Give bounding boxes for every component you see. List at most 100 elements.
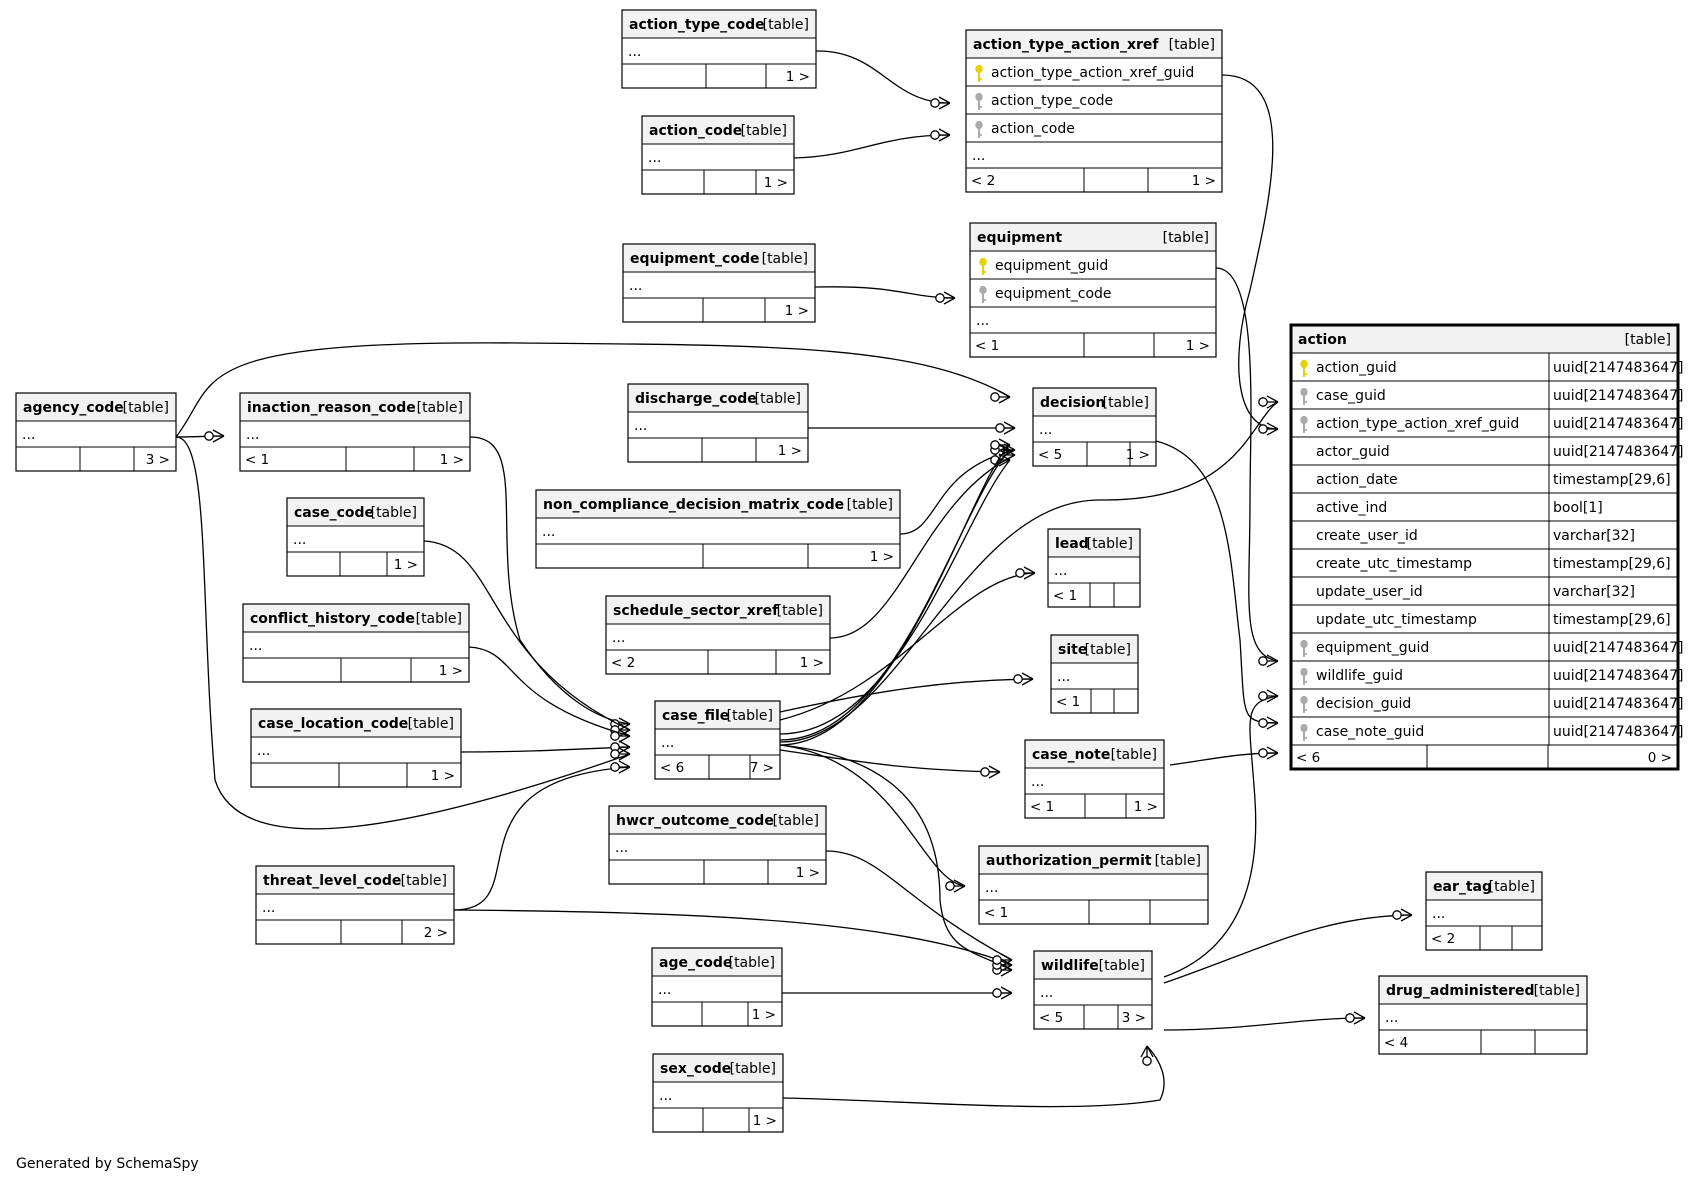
ellipsis-row: ... xyxy=(1057,669,1070,685)
table-age_code[interactable]: age_code[table]...1 > xyxy=(651,947,783,1027)
table-lead[interactable]: lead[table]...< 1 xyxy=(1047,528,1141,608)
parent-count: < 1 xyxy=(1030,799,1054,815)
table-case_location_code[interactable]: case_location_code[table]...1 > xyxy=(250,708,462,788)
column-type: uuid[2147483647] xyxy=(1553,724,1684,740)
table-conflict_history_code[interactable]: conflict_history_code[table]...1 > xyxy=(242,603,470,683)
table-tag: [table] xyxy=(416,611,462,627)
tables: action_type_code[table]...1 >action_code… xyxy=(15,9,1684,1133)
ellipsis-row: ... xyxy=(615,840,628,856)
relationship-edge xyxy=(1215,267,1279,668)
ellipsis-row: ... xyxy=(257,743,270,759)
column-name: case_note_guid xyxy=(1316,724,1424,740)
table-authorization_permit[interactable]: authorization_permit[table]...< 1 xyxy=(978,845,1209,925)
table-hwcr_outcome_code[interactable]: hwcr_outcome_code[table]...1 > xyxy=(608,805,827,885)
table-name: ear_tag xyxy=(1433,879,1492,895)
relationship-edge xyxy=(779,443,1011,741)
column-name: equipment_guid xyxy=(1316,640,1429,656)
ellipsis-row: ... xyxy=(1385,1010,1398,1026)
table-tag: [table] xyxy=(1103,395,1149,411)
relationship-edge xyxy=(1169,746,1279,766)
table-sex_code[interactable]: sex_code[table]...1 > xyxy=(652,1053,784,1133)
relationship-edge xyxy=(1163,689,1279,978)
child-count: 1 > xyxy=(796,865,820,881)
table-name: discharge_code xyxy=(635,391,757,407)
relationship-edge xyxy=(815,50,951,110)
primary-key-icon xyxy=(975,64,983,82)
table-equipment[interactable]: equipment[table]equipment_guidequipment_… xyxy=(969,222,1217,358)
table-tag: [table] xyxy=(1085,642,1131,658)
table-action_type_code[interactable]: action_type_code[table]...1 > xyxy=(621,9,817,89)
table-name: wildlife xyxy=(1041,958,1099,974)
table-tag: [table] xyxy=(1534,983,1580,999)
table-action_code[interactable]: action_code[table]...1 > xyxy=(641,115,795,195)
ellipsis-row: ... xyxy=(1040,985,1053,1001)
foreign-key-icon xyxy=(979,285,987,303)
table-equipment_code[interactable]: equipment_code[table]...1 > xyxy=(622,243,816,323)
table-tag: [table] xyxy=(730,1061,776,1077)
table-non_compliance_decision_matrix_code[interactable]: non_compliance_decision_matrix_code[tabl… xyxy=(535,489,901,569)
table-ear_tag[interactable]: ear_tag[table]...< 2 xyxy=(1425,871,1543,951)
table-drug_administered[interactable]: drug_administered[table]...< 4 xyxy=(1378,975,1588,1055)
column-name: active_ind xyxy=(1316,500,1387,516)
foreign-key-icon xyxy=(1300,723,1308,741)
relationship-edge xyxy=(779,566,1036,721)
primary-key-icon xyxy=(1300,359,1308,377)
column-name: update_utc_timestamp xyxy=(1316,612,1477,628)
relationship-edge xyxy=(175,429,225,443)
table-name: case_file xyxy=(662,708,729,724)
column-row: equipment_guid xyxy=(979,257,1108,275)
relationship-edge xyxy=(781,986,1013,1000)
parent-count: < 2 xyxy=(971,173,995,189)
ellipsis-row: ... xyxy=(246,427,259,443)
column-type: uuid[2147483647] xyxy=(1553,360,1684,376)
table-agency_code[interactable]: agency_code[table]...3 > xyxy=(15,392,177,472)
table-name: equipment_code xyxy=(630,251,759,267)
table-threat_level_code[interactable]: threat_level_code[table]...2 > xyxy=(255,865,455,945)
column-name: equipment_guid xyxy=(995,258,1108,274)
foreign-key-icon xyxy=(975,120,983,138)
relationship-edge xyxy=(779,395,1279,743)
column-name: action_type_action_xref_guid xyxy=(1316,416,1519,432)
footer-credit: Generated by SchemaSpy xyxy=(16,1156,199,1172)
column-name: wildlife_guid xyxy=(1316,668,1403,684)
column-name: create_utc_timestamp xyxy=(1316,556,1472,572)
child-count: 1 > xyxy=(440,452,464,468)
column-type: bool[1] xyxy=(1553,500,1603,516)
table-name: case_code xyxy=(294,505,374,521)
relationship-edge xyxy=(779,438,1011,746)
table-name: drug_administered xyxy=(1386,983,1534,999)
table-name: action_type_action_xref xyxy=(973,37,1159,53)
table-action_type_action_xref[interactable]: action_type_action_xref[table]action_typ… xyxy=(965,29,1223,193)
relationship-edge xyxy=(460,740,631,754)
ellipsis-row: ... xyxy=(22,427,35,443)
table-name: action_type_code xyxy=(629,17,765,33)
child-count: 1 > xyxy=(439,663,463,679)
relationship-edge xyxy=(779,749,1001,779)
ellipsis-row: ... xyxy=(634,418,647,434)
table-tag: [table] xyxy=(1087,536,1133,552)
child-count: 1 > xyxy=(752,1007,776,1023)
ellipsis-row: ... xyxy=(293,532,306,548)
table-name: conflict_history_code xyxy=(250,611,415,627)
relationship-edge xyxy=(779,672,1034,713)
column-type: uuid[2147483647] xyxy=(1553,640,1684,656)
table-tag: [table] xyxy=(1169,37,1215,53)
table-discharge_code[interactable]: discharge_code[table]...1 > xyxy=(627,383,809,463)
column-name: action_guid xyxy=(1316,360,1397,376)
child-count: 7 > xyxy=(750,760,774,776)
parent-count: < 2 xyxy=(611,655,635,671)
column-row: active_ind bool[1] xyxy=(1316,493,1603,521)
table-site[interactable]: site[table]...< 1 xyxy=(1050,634,1139,714)
ellipsis-row: ... xyxy=(659,1088,672,1104)
table-case_code[interactable]: case_code[table]...1 > xyxy=(286,497,425,577)
